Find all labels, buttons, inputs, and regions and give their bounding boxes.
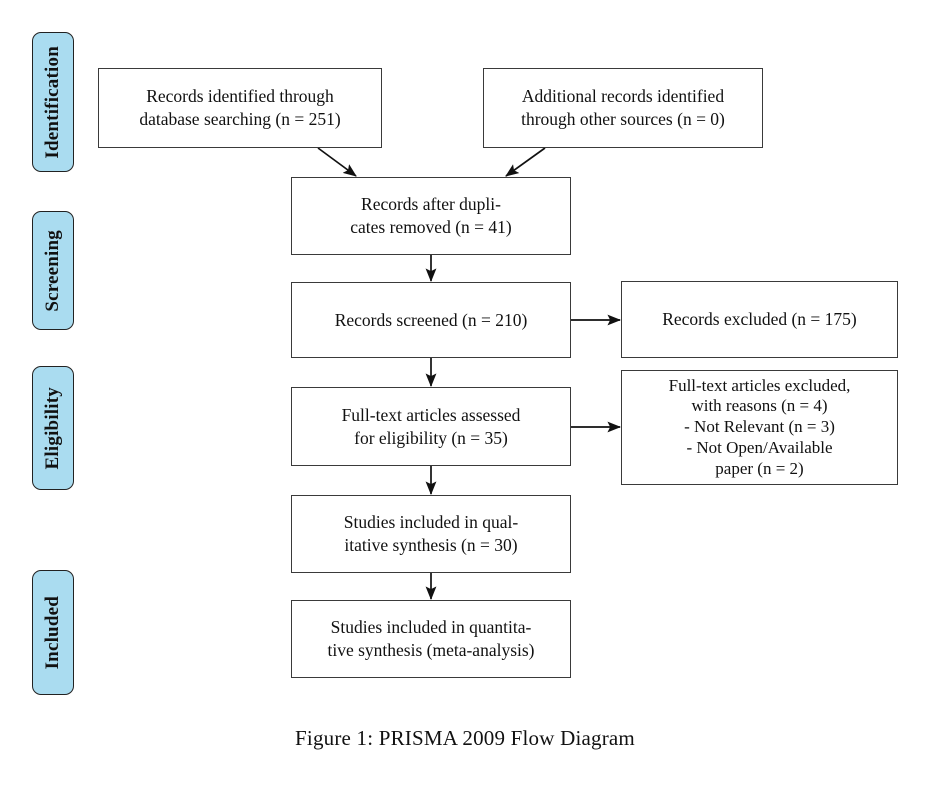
node-records-after-duplicates-removed: Records after dupli- cates removed (n = … bbox=[291, 177, 571, 255]
stage-label-included-text: Included bbox=[42, 595, 63, 670]
node-studies-qualitative-synthesis-text: Studies included in qual- itative synthe… bbox=[343, 512, 519, 555]
node-studies-qualitative-synthesis: Studies included in qual- itative synthe… bbox=[291, 495, 571, 573]
node-records-identified-database: Records identified through database sear… bbox=[98, 68, 382, 148]
stage-label-eligibility-text: Eligibility bbox=[42, 386, 63, 470]
stage-label-identification: Identification bbox=[32, 32, 74, 172]
node-fulltext-articles-excluded-text: Full-text articles excluded, with reason… bbox=[668, 375, 851, 478]
node-additional-records-other-sources-text: Additional records identified through ot… bbox=[521, 86, 725, 129]
node-fulltext-articles-assessed: Full-text articles assessed for eligibil… bbox=[291, 387, 571, 466]
node-studies-quantitative-synthesis-text: Studies included in quantita- tive synth… bbox=[327, 617, 535, 660]
stage-label-screening: Screening bbox=[32, 211, 74, 330]
arrow-database-to-duplicates bbox=[317, 147, 357, 177]
node-records-excluded: Records excluded (n = 175) bbox=[621, 281, 898, 358]
node-records-after-duplicates-removed-text: Records after dupli- cates removed (n = … bbox=[350, 194, 512, 237]
node-records-screened: Records screened (n = 210) bbox=[291, 282, 571, 358]
stage-label-screening-text: Screening bbox=[42, 229, 63, 312]
stage-label-included: Included bbox=[32, 570, 74, 695]
stage-label-identification-text: Identification bbox=[42, 45, 63, 159]
node-fulltext-articles-assessed-text: Full-text articles assessed for eligibil… bbox=[341, 404, 521, 448]
node-records-identified-database-text: Records identified through database sear… bbox=[139, 86, 341, 129]
figure-caption: Figure 1: PRISMA 2009 Flow Diagram bbox=[295, 726, 635, 750]
node-additional-records-other-sources: Additional records identified through ot… bbox=[483, 68, 763, 148]
node-studies-quantitative-synthesis: Studies included in quantita- tive synth… bbox=[291, 600, 571, 678]
stage-label-eligibility: Eligibility bbox=[32, 366, 74, 490]
node-fulltext-articles-excluded: Full-text articles excluded, with reason… bbox=[621, 370, 898, 485]
node-records-screened-text: Records screened (n = 210) bbox=[334, 309, 528, 330]
node-records-excluded-text: Records excluded (n = 175) bbox=[662, 309, 857, 330]
arrow-other-sources-to-duplicates bbox=[505, 147, 546, 177]
